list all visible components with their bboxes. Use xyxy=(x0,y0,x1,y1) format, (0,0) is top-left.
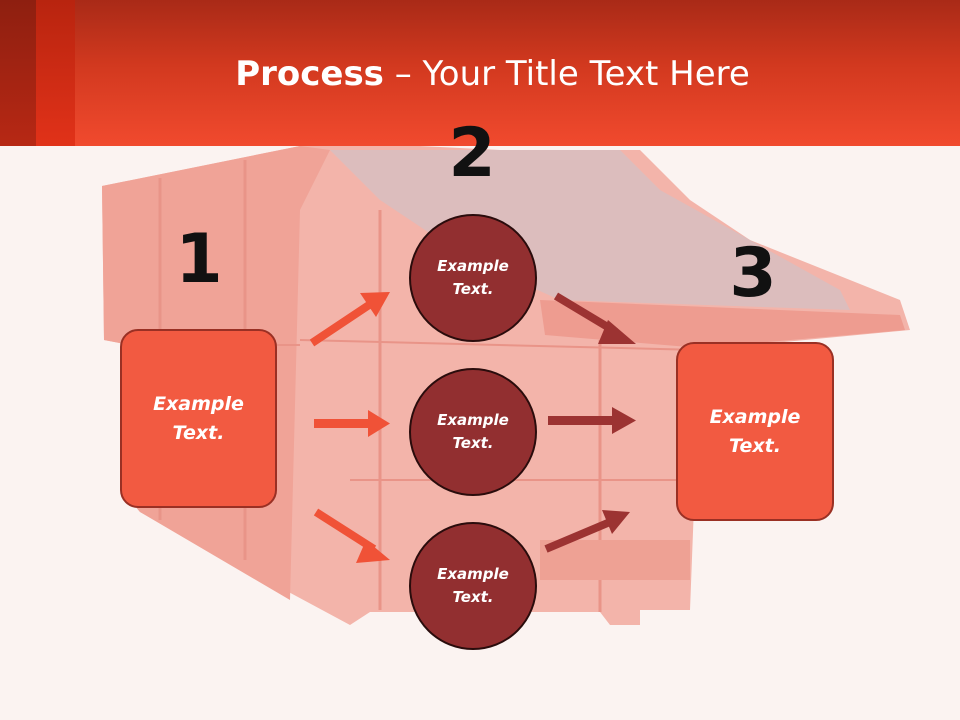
arrow-to-top-circle xyxy=(309,292,390,347)
arrow-to-bottom-circle xyxy=(313,508,390,563)
arrow-middle-to-right xyxy=(548,407,636,434)
top-circle-label: Example Text. xyxy=(437,257,509,298)
page-title: Process – Your Title Text Here xyxy=(0,52,960,96)
step-number-3: 3 xyxy=(729,234,777,313)
right-text-box-label: Example Text. xyxy=(709,405,801,457)
left-text-box-label: Example Text. xyxy=(153,392,244,444)
arrow-to-middle-circle xyxy=(314,410,390,437)
right-text-box: Example Text. xyxy=(676,342,834,521)
top-circle: Example Text. xyxy=(409,214,537,342)
arrow-bottom-to-right xyxy=(544,510,630,553)
title-header-band xyxy=(0,0,960,146)
arrow-top-to-right xyxy=(553,292,636,344)
header-accent-strip xyxy=(0,0,36,146)
middle-circle: Example Text. xyxy=(409,368,537,496)
step-number-1: 1 xyxy=(175,220,223,299)
step-number-2: 2 xyxy=(448,114,496,193)
bottom-circle: Example Text. xyxy=(409,522,537,650)
title-rest-part: – Your Title Text Here xyxy=(383,54,750,94)
header-accent-strip-2 xyxy=(36,0,75,146)
title-bold-part: Process xyxy=(235,54,384,94)
middle-circle-label: Example Text. xyxy=(437,411,509,452)
left-text-box: Example Text. xyxy=(120,329,277,508)
bottom-circle-label: Example Text. xyxy=(437,565,509,606)
